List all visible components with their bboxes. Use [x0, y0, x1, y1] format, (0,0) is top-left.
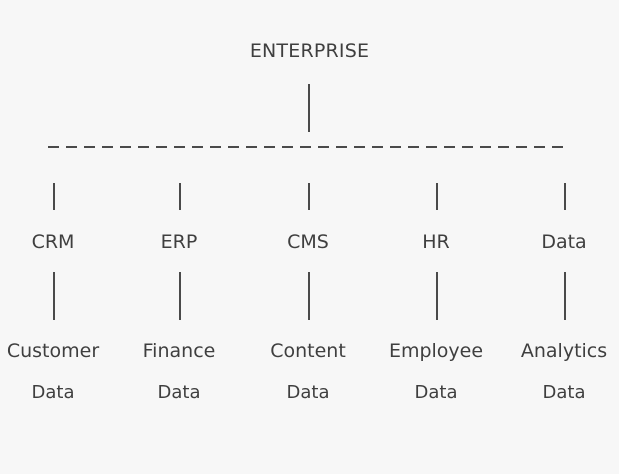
- leaf-data-line2: Data: [542, 382, 586, 403]
- leaf-hr-line1: Employee: [388, 340, 484, 362]
- leaf-cms-line1: Content: [270, 340, 346, 362]
- leaf-data-line1: Analytics: [520, 340, 608, 362]
- dashed-branch-line: [48, 146, 568, 148]
- leaf-hr-line2: Data: [414, 382, 458, 403]
- branch-connector-hr: [436, 183, 438, 210]
- root-connector: [308, 84, 310, 132]
- branch-connector-crm: [53, 183, 55, 210]
- root-node-label: ENTERPRISE: [249, 40, 370, 62]
- leaf-connector-erp: [179, 272, 181, 320]
- node-hr-label: HR: [422, 231, 450, 253]
- leaf-connector-hr: [436, 272, 438, 320]
- leaf-connector-crm: [53, 272, 55, 320]
- node-erp-label: ERP: [160, 231, 198, 253]
- leaf-connector-cms: [308, 272, 310, 320]
- leaf-erp-line2: Data: [157, 382, 201, 403]
- leaf-connector-data: [564, 272, 566, 320]
- node-crm-label: CRM: [31, 231, 75, 253]
- branch-connector-erp: [179, 183, 181, 210]
- leaf-crm-line2: Data: [31, 382, 75, 403]
- node-cms-label: CMS: [287, 231, 329, 253]
- leaf-cms-line2: Data: [286, 382, 330, 403]
- branch-connector-data: [564, 183, 566, 210]
- node-data-label: Data: [541, 231, 587, 253]
- branch-connector-cms: [308, 183, 310, 210]
- leaf-crm-line1: Customer: [6, 340, 100, 362]
- leaf-erp-line1: Finance: [142, 340, 216, 362]
